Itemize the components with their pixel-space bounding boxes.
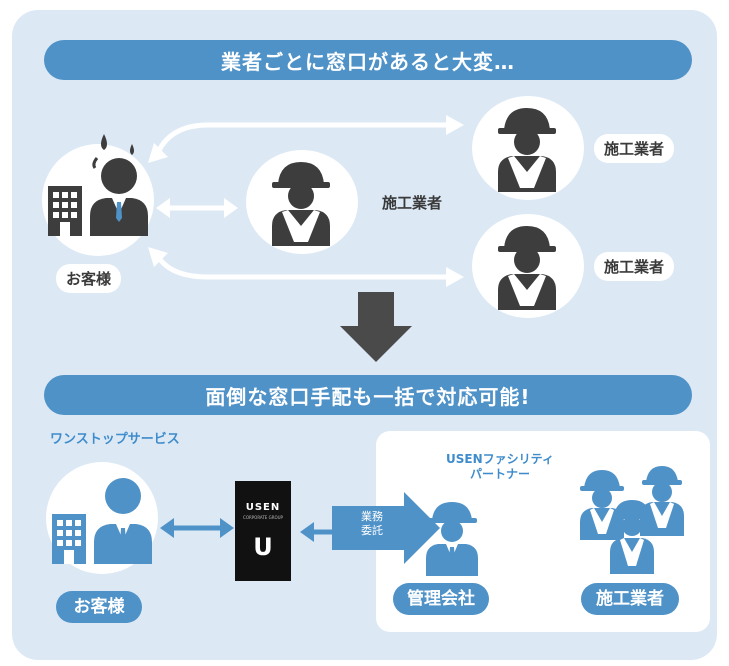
worker-icon (498, 108, 556, 192)
contractors-pill: 施工業者 (581, 583, 679, 615)
facility-partner-label: USENファシリティ パートナー (420, 452, 580, 482)
facility-partner-line1: USENファシリティ (446, 452, 554, 466)
delegation-label: 業務 委託 (352, 510, 392, 538)
customer-worried-icon (48, 134, 148, 236)
top-banner: 業者ごとに窓口があると大変… (44, 40, 692, 80)
double-arrow-icon (160, 518, 234, 538)
one-stop-service-label: ワンストップサービス (50, 432, 180, 447)
delegation-arrow (332, 492, 440, 564)
contractors-group-icon (580, 466, 684, 574)
contractor-label-top: 施工業者 (594, 134, 675, 163)
down-arrow-icon (340, 292, 412, 362)
customer-pill: お客様 (56, 591, 142, 623)
customer-label: お客様 (56, 264, 122, 293)
usen-logo-letter: U (253, 533, 273, 561)
worker-icon (272, 162, 330, 246)
manager-icon (426, 502, 478, 576)
contractor-label-bottom: 施工業者 (594, 252, 675, 281)
worker-icon (498, 226, 556, 310)
management-company-pill: 管理会社 (393, 583, 489, 615)
contractor-label-center: 施工業者 (382, 194, 443, 212)
bottom-banner: 面倒な窓口手配も一括で対応可能! (44, 375, 692, 415)
delegation-label-line1: 業務 (361, 510, 383, 523)
customer-icon (52, 478, 152, 564)
usen-logo-text: USEN (245, 502, 281, 513)
facility-partner-line2: パートナー (469, 467, 530, 481)
delegation-label-line2: 委託 (361, 524, 383, 537)
connection-arrows (148, 115, 464, 287)
usen-logo-subtext: CORPORATE GROUP (243, 515, 283, 520)
usen-logo: USEN CORPORATE GROUP U (235, 481, 291, 581)
